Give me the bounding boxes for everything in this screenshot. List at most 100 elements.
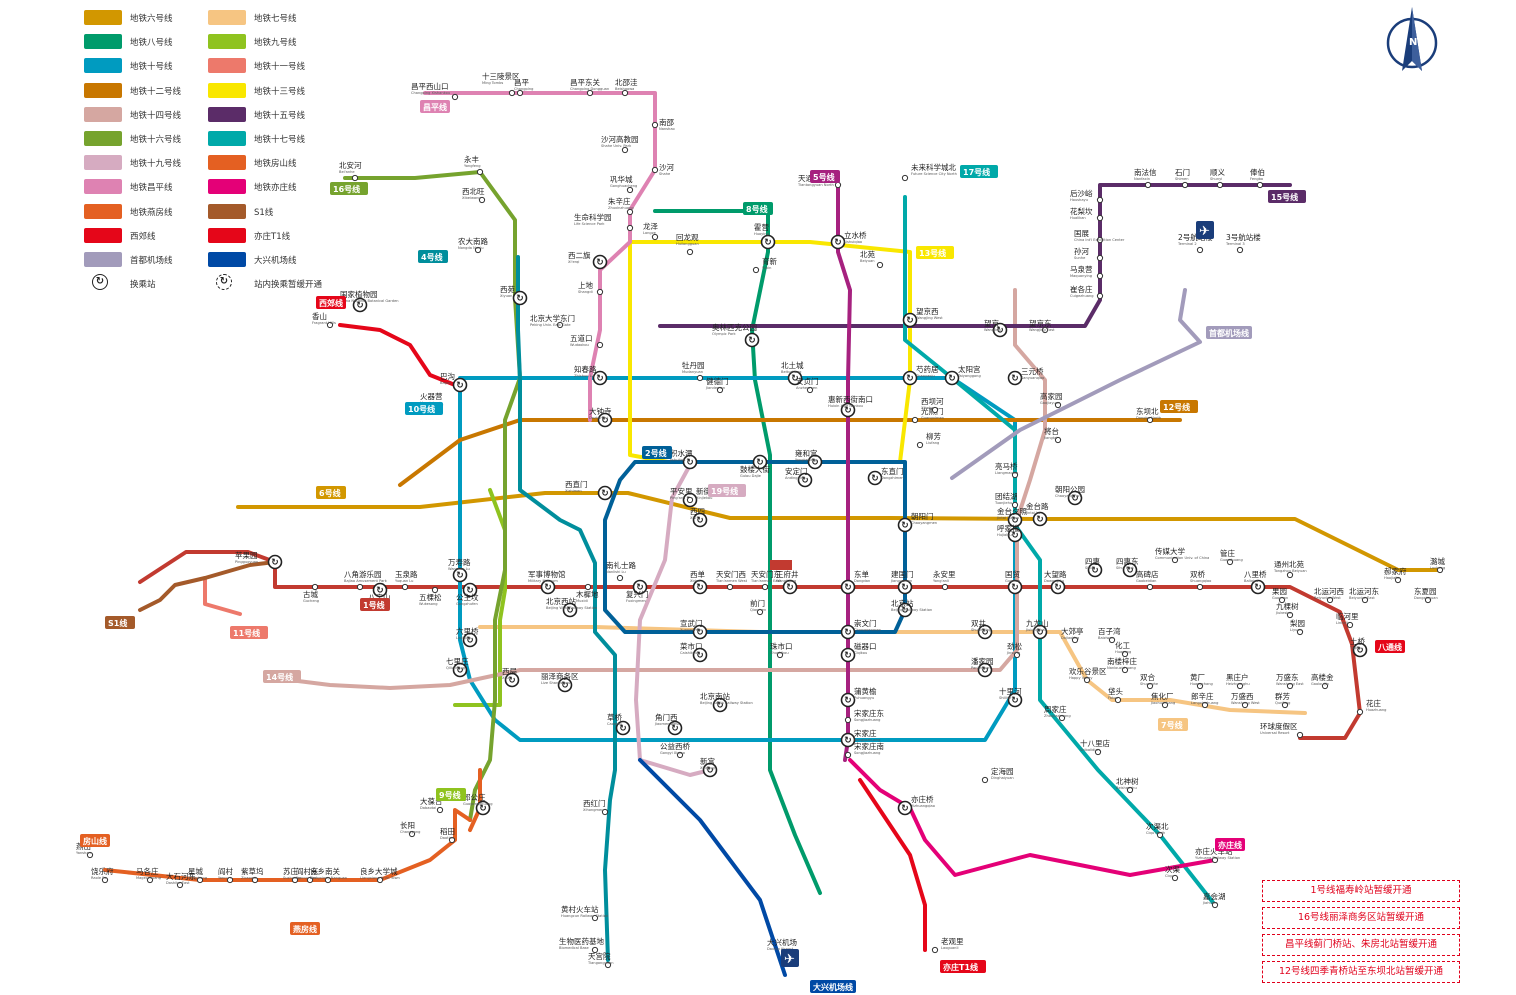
station[interactable]: 东夏园Dongxiayuan	[1414, 586, 1438, 604]
station[interactable]: 饶乐府Raole Fu	[91, 866, 114, 884]
station[interactable]: 稻田Daotian	[440, 826, 456, 844]
station[interactable]: 木樨地Muxidi	[576, 583, 599, 603]
station[interactable]: 高楼金Gaolouijin	[1311, 672, 1334, 690]
transfer-station[interactable]: ↻西单Xidan	[690, 569, 708, 595]
station[interactable]: 双桥Shuangqiao	[1190, 569, 1211, 591]
transfer-station[interactable]: ↻金台路Jintai Lu	[1025, 501, 1049, 527]
station[interactable]: 望京东Wangjing East	[1029, 318, 1055, 334]
station[interactable]: 万盛西Wansheng West	[1231, 691, 1260, 709]
transfer-station[interactable]: ↻四惠Sihui	[1085, 556, 1103, 578]
station[interactable]: 周家庄Zhoujiazhuang	[1044, 704, 1071, 722]
station[interactable]: 昌平Changping	[514, 78, 533, 97]
station[interactable]: 大葆台Dabaotai	[420, 796, 444, 814]
transfer-station[interactable]: ↻郭公庄Guogongzhuang	[463, 792, 493, 816]
transfer-station[interactable]: ↻朝阳公园Chaoyang Park	[1055, 485, 1085, 506]
station[interactable]: 朱辛庄Zhuxinzhuang	[608, 196, 634, 216]
transfer-station[interactable]: ↻土桥Tuqiao	[1349, 636, 1368, 658]
transfer-station[interactable]: ↻磁器口Ciqikou	[840, 641, 877, 663]
transfer-station[interactable]: ↻雍和宫Yonghegong	[795, 448, 823, 470]
station[interactable]: 2号航站楼Terminal 2	[1177, 232, 1213, 254]
station[interactable]: 龙泽Longze	[643, 221, 658, 241]
transfer-station[interactable]: ↻积水潭Jishuitan	[669, 448, 698, 470]
transfer-station[interactable]: ↻大望路Dawang Lu	[1044, 569, 1067, 595]
transfer-station[interactable]: ↻西二旗Xi'erqi	[568, 250, 608, 270]
transfer-station[interactable]: ↻亦庄桥Yizhuangqiao	[897, 794, 935, 816]
station[interactable]: 南邵Nanshao	[651, 117, 675, 131]
station[interactable]: 将台Jiangtai	[1043, 426, 1062, 444]
transfer-station[interactable]: ↻北京南站Beijing South Railway Station	[700, 691, 753, 713]
station[interactable]: 国展China Int'l Exhibition Center	[1074, 229, 1125, 244]
transfer-station[interactable]: ↻公主坟Gongzhufen	[456, 582, 479, 607]
station[interactable]: 黄村火车站Huangcun Railway Station	[561, 904, 608, 922]
station[interactable]: 古城Gucheng	[303, 583, 319, 603]
transfer-station[interactable]: ↻东单Dongdan	[840, 569, 871, 595]
station[interactable]: 永安里Yong'anli	[933, 569, 956, 591]
station[interactable]: 俸伯Fengbo	[1250, 167, 1265, 189]
station[interactable]: 农大南路Nongda Nanlu	[458, 236, 488, 254]
transfer-station[interactable]: ↻大钟寺Dazhongsi	[589, 406, 613, 428]
transfer-station[interactable]: ↻七里庄Qilizhuang	[446, 656, 469, 678]
station[interactable]: 西坝河Xibahe	[921, 397, 944, 414]
transfer-station[interactable]: ↻西苑Xiyuan	[500, 284, 528, 306]
station[interactable]: 团结湖Tuanjiehu	[994, 491, 1019, 509]
transfer-station[interactable]: ↻建国门Jianguomen	[890, 569, 914, 595]
station[interactable]: 南法信Nanfaxin	[1134, 167, 1157, 189]
station[interactable]: 郝家府Haojiafu	[1384, 566, 1407, 584]
transfer-station[interactable]: ↻北土城Beitucheng	[781, 360, 804, 386]
station[interactable]: 九棵树Jiukeshu	[1275, 601, 1299, 619]
station[interactable]: 西红门Xihongmen	[583, 798, 609, 816]
transfer-station[interactable]: ↻霍营Huoying	[754, 222, 776, 250]
station[interactable]: 万盛东Wansheng East	[1276, 672, 1304, 690]
station[interactable]: 大郊亭Dajiaoting	[1061, 626, 1084, 644]
transfer-station[interactable]: ↻芍药居Shaoyaoju	[902, 364, 939, 386]
station[interactable]: 潞城Lucheng	[1430, 556, 1446, 574]
station[interactable]: 花庄Huazhuang	[1356, 698, 1386, 716]
station[interactable]: 黄厂Huangchang	[1190, 672, 1213, 690]
transfer-station[interactable]: ↻八里桥Baliqiao	[1244, 569, 1267, 595]
transfer-station[interactable]: ↻太阳宫Taiyanggong	[944, 364, 981, 386]
station[interactable]: 沙河Shahe	[651, 163, 674, 176]
station[interactable]: 生命科学园Life Science Park	[574, 212, 634, 232]
transfer-station[interactable]: ↻九龙山Jiulongshan	[1025, 618, 1049, 640]
station[interactable]: 北运河西Beiyunhe West	[1314, 587, 1344, 604]
station[interactable]: 通州北苑Tongzhou Beiyuan	[1273, 559, 1307, 579]
transfer-station[interactable]: ↻望京西Wangjing West	[902, 306, 944, 328]
station[interactable]: 北邵洼Beishaowa	[615, 77, 638, 97]
station[interactable]: 天安门西Tian'anmen West	[715, 569, 748, 591]
transfer-station[interactable]: ↻宣武门Xuanwumen	[680, 618, 708, 640]
transfer-station[interactable]: ↻北京西站Beijing West Railway Station	[546, 596, 597, 618]
transfer-station[interactable]: ↻金台夕照Jintai Xizhao	[996, 506, 1027, 528]
station[interactable]: 崔各庄Cuigezhuang	[1070, 284, 1104, 300]
transfer-station[interactable]: ↻西直门Xizhimen	[565, 479, 613, 501]
station[interactable]: 北安河Bei'anhe	[339, 160, 362, 182]
transfer-station[interactable]: ↻呼家楼Hujialou	[997, 523, 1023, 543]
transfer-station[interactable]: ↻双井Shuangjing	[971, 618, 993, 640]
station[interactable]: 垡头Fatou	[1108, 686, 1124, 704]
station[interactable]: 良乡南关Liangxiang Nanguan	[310, 866, 347, 884]
station[interactable]: 高家园Gaojiayuan	[1040, 391, 1063, 409]
transfer-station[interactable]: ↻三元桥Sanyuanqiao	[1007, 366, 1045, 386]
station[interactable]: 顺义Shunyi	[1210, 168, 1226, 189]
station[interactable]: 永丰Yongfeng	[464, 154, 484, 176]
transfer-station[interactable]: ↻鼓楼大街Gulou Dajie	[740, 454, 770, 479]
station[interactable]: 玉泉路Yuquan Lu	[395, 569, 418, 591]
transfer-station[interactable]: ↻安定门Andingmen	[785, 466, 813, 488]
transfer-station[interactable]: ↻复兴门Fuxingmen	[626, 579, 649, 604]
transfer-station[interactable]: ↻丽泽商务区Lize Shangwuqu	[541, 671, 579, 693]
station[interactable]: 宋家庄东Songjiazhuang	[844, 708, 884, 724]
transfer-station[interactable]: ↻菜市口Caishikou	[680, 641, 708, 663]
station[interactable]: 环球度假区Universal Resort	[1260, 721, 1304, 739]
station[interactable]: 回龙观Huilongguan	[676, 232, 699, 256]
station[interactable]: 育新Yuxin	[752, 256, 777, 274]
station[interactable]: 昌平西山口Changping Xishankou	[411, 81, 459, 101]
transfer-station[interactable]: ↻巴沟Bagou	[440, 371, 468, 393]
station[interactable]: 南楼梓庄Nanlouzizhuang	[1107, 656, 1137, 674]
station[interactable]: 北神树Beishenshu	[1116, 776, 1139, 794]
station[interactable]: 后沙峪Houshayu	[1070, 188, 1104, 204]
transfer-station[interactable]: ↻奥林匹克公园Olympic Park	[712, 322, 760, 348]
transfer-station[interactable]: ↻惠新西街南口Huixin Xijie Nankou	[828, 394, 873, 418]
station[interactable]: 天宫院Tiangongyuan	[587, 951, 614, 969]
station[interactable]: 郎辛庄Langxinzhuang	[1191, 691, 1218, 709]
station[interactable]: 次渠北Ciqu North	[1146, 821, 1169, 839]
station[interactable]: 梨园Liyuan	[1290, 619, 1305, 636]
